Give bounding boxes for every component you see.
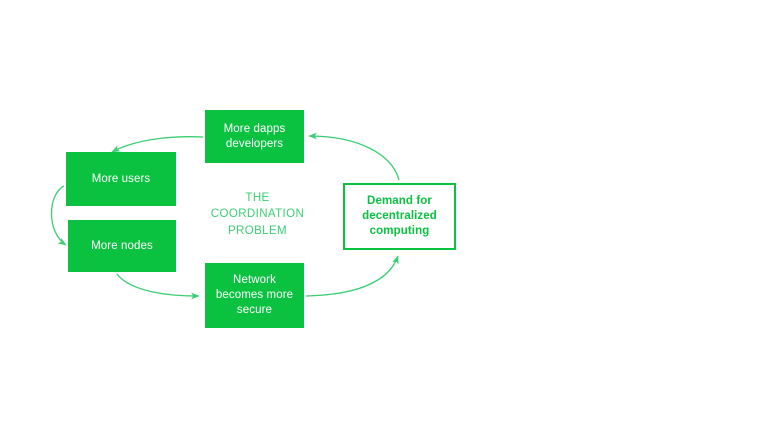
node-label: More nodes (91, 239, 153, 252)
node-more-dapps-developers[interactable]: More dapps developers (205, 110, 304, 163)
node-network-becomes-more-secure[interactable]: Network becomes more secure (205, 263, 304, 328)
node-label: More users (91, 172, 151, 185)
node-label: More dapps developers (223, 122, 286, 150)
coordination-problem-label: THE COORDINATION PROBLEM (210, 192, 305, 237)
node-demand-for-decentralized-computing[interactable]: Demand for decentralized computing (343, 183, 456, 250)
arrow-users-to-nodes (51, 185, 67, 246)
node-more-users[interactable]: More users (66, 152, 176, 206)
node-label: Demand for decentralized computing (362, 195, 437, 237)
node-more-nodes[interactable]: More nodes (68, 220, 176, 272)
arrow-network-to-demand (305, 255, 399, 297)
node-label: Network becomes more secure (215, 274, 294, 316)
arrow-demand-to-dapps (308, 132, 400, 181)
arrow-nodes-to-network (116, 273, 200, 300)
arrow-dapps-to-users (111, 136, 204, 153)
